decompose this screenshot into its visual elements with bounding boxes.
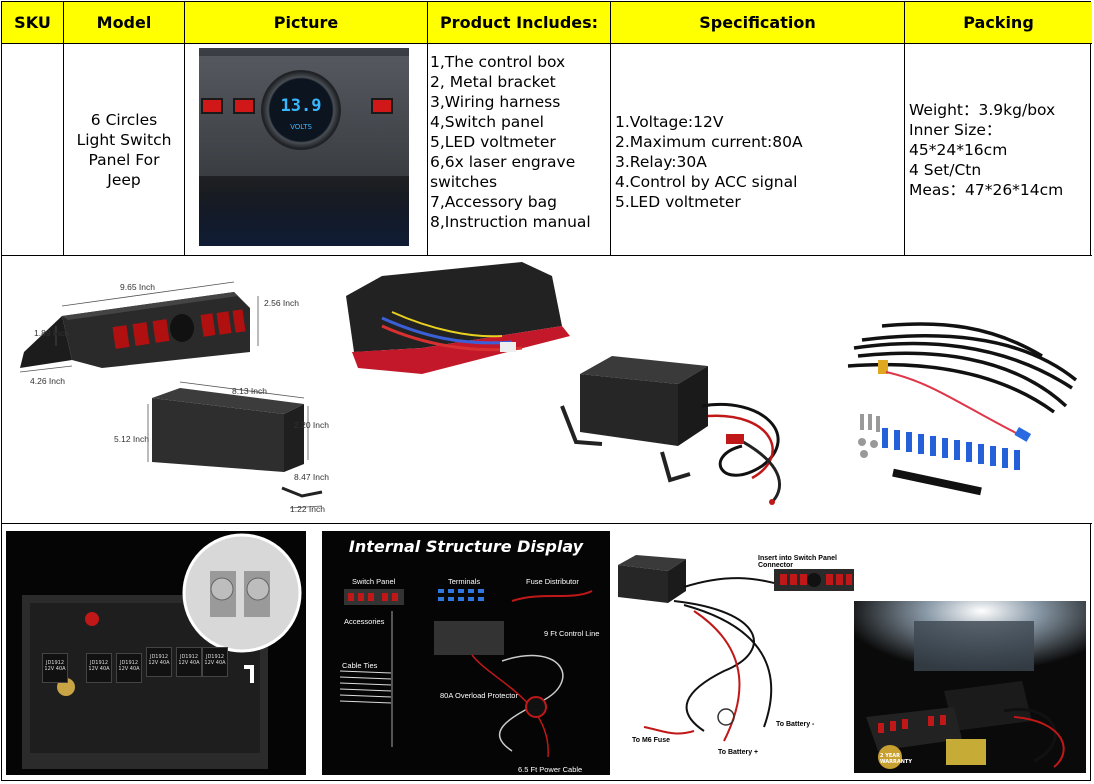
dash-shadow (199, 186, 409, 246)
picture-cell: 13.9 VOLTS (185, 44, 428, 256)
relay: JD1912 12V 40A (202, 647, 228, 677)
dim-panel-depth: 1.89 Inch (34, 328, 69, 338)
label-power-cable: 6.5 Ft Power Cable (518, 765, 583, 774)
specification-list: 1.Voltage:12V 2.Maximum current:80A 3.Re… (615, 112, 803, 212)
label-switch-panel: Switch Panel (352, 577, 396, 586)
wiring-diagram: Insert into Switch Panel Connector To Ba… (614, 531, 854, 775)
detail-photos-row: JD1912 12V 40A JD1912 12V 40A JD1912 12V… (2, 525, 1092, 782)
includes-item: 2, Metal bracket (430, 73, 556, 91)
includes-list: 1,The control box 2, Metal bracket 3,Wir… (430, 52, 591, 232)
dim-box-tab: 1.22 Inch (290, 504, 325, 514)
dim-panel-width: 9.65 Inch (120, 282, 155, 292)
sku-cell (2, 44, 64, 256)
model-line: Light Switch (76, 131, 172, 149)
header-picture: Picture (185, 2, 428, 44)
header-includes: Product Includes: (428, 2, 611, 44)
includes-item: 4,Switch panel (430, 113, 544, 131)
includes-item: 7,Accessory bag (430, 193, 557, 211)
dim-box-width: 8.13 Inch (232, 386, 267, 396)
product-photos-svg (19, 262, 1078, 509)
spec-item: 1.Voltage:12V (615, 113, 724, 131)
relay: JD1912 12V 40A (116, 653, 142, 683)
control-box-drawing (147, 381, 323, 509)
model-cell: 6 Circles Light Switch Panel For Jeep (64, 44, 185, 256)
packing-item: 45*24*16cm (909, 141, 1008, 159)
includes-item: 5,LED voltmeter (430, 133, 556, 151)
dim-panel-height: 2.56 Inch (264, 298, 299, 308)
packing-item: Inner Size： (909, 121, 1002, 139)
relay: JD1912 12V 40A (42, 653, 68, 683)
label-control-line: 9 Ft Control Line (544, 629, 600, 638)
kit-photo-svg (854, 601, 1086, 769)
header-model: Model (64, 2, 185, 44)
label-fuse-distributor: Fuse Distributor (526, 577, 579, 586)
specification-cell: 1.Voltage:12V 2.Maximum current:80A 3.Re… (611, 44, 905, 256)
switch-panel-drawing (19, 281, 259, 373)
packing-item: Weight：3.9kg/box (909, 101, 1056, 119)
label-m6-fuse: To M6 Fuse (632, 737, 670, 744)
internal-structure-title: Internal Structure Display (348, 537, 584, 556)
spec-item: 3.Relay:30A (615, 153, 707, 171)
label-terminals: Terminals (448, 577, 481, 586)
spec-item: 5.LED voltmeter (615, 193, 741, 211)
internal-structure-panel: Internal Structure Display Switch Panel … (322, 531, 610, 775)
label-insert-connector: Insert into Switch Panel Connector (758, 555, 837, 569)
model-line: 6 Circles (90, 111, 158, 129)
spec-item: 2.Maximum current:80A (615, 133, 803, 151)
includes-item: switches (430, 173, 498, 191)
rocker-switch (201, 98, 223, 114)
packing-item: 4 Set/Ctn (909, 161, 982, 179)
includes-item: 8,Instruction manual (430, 213, 591, 231)
label-cable-ties: Cable Ties (342, 661, 378, 670)
includes-item: 1,The control box (430, 53, 566, 71)
packing-list: Weight：3.9kg/box Inner Size： 45*24*16cm … (909, 100, 1063, 200)
header-sku: SKU (2, 2, 64, 44)
internal-structure-svg (339, 589, 593, 758)
voltmeter-unit: VOLTS (290, 123, 312, 131)
header-specification: Specification (611, 2, 905, 44)
open-panel-photo (346, 262, 570, 374)
label-battery-plus: To Battery + (718, 749, 759, 756)
includes-item: 6,6x laser engrave (430, 153, 576, 171)
includes-cell: 1,The control box 2, Metal bracket 3,Wir… (428, 44, 611, 256)
dim-panel-base: 4.26 Inch (30, 376, 65, 386)
header-packing: Packing (905, 2, 1092, 44)
voltmeter-reading: 13.9 (280, 96, 322, 116)
relay: JD1912 12V 40A (86, 653, 112, 683)
model-line: Panel For (88, 151, 160, 169)
relay-board-photo: JD1912 12V 40A JD1912 12V 40A JD1912 12V… (6, 531, 306, 775)
dashboard-photo: 13.9 VOLTS (199, 48, 409, 246)
voltmeter: 13.9 VOLTS (261, 70, 341, 150)
warranty-badge: 2 YEAR WARRANTY (880, 753, 912, 765)
label-overload: 80A Overload Protector (440, 691, 518, 700)
dim-box-depth: 2.20 Inch (294, 420, 329, 430)
model-text: 6 Circles Light Switch Panel For Jeep (64, 110, 184, 190)
relay: JD1912 12V 40A (176, 647, 202, 677)
dim-box-height: 5.12 Inch (114, 434, 149, 444)
model-line: Jeep (107, 171, 141, 189)
label-accessories: Accessories (344, 617, 385, 626)
kit-photo: 2 YEAR WARRANTY (854, 601, 1086, 773)
wiring-diagram-svg (618, 555, 854, 742)
spec-item: 4.Control by ACC signal (615, 173, 798, 191)
label-battery-minus: To Battery - (776, 721, 815, 728)
includes-item: 3,Wiring harness (430, 93, 561, 111)
packing-item: Meas：47*26*14cm (909, 181, 1064, 199)
rocker-switch (371, 98, 393, 114)
rocker-switch (233, 98, 255, 114)
control-box-photo (560, 356, 782, 505)
packing-cell: Weight：3.9kg/box Inner Size： 45*24*16cm … (905, 44, 1092, 256)
dim-box-flange: 8.47 Inch (294, 472, 329, 482)
relay: JD1912 12V 40A (146, 647, 172, 677)
accessories-photo (847, 322, 1078, 496)
product-photos-row: 9.65 Inch 2.56 Inch 1.89 Inch 4.26 Inch … (2, 256, 1092, 524)
